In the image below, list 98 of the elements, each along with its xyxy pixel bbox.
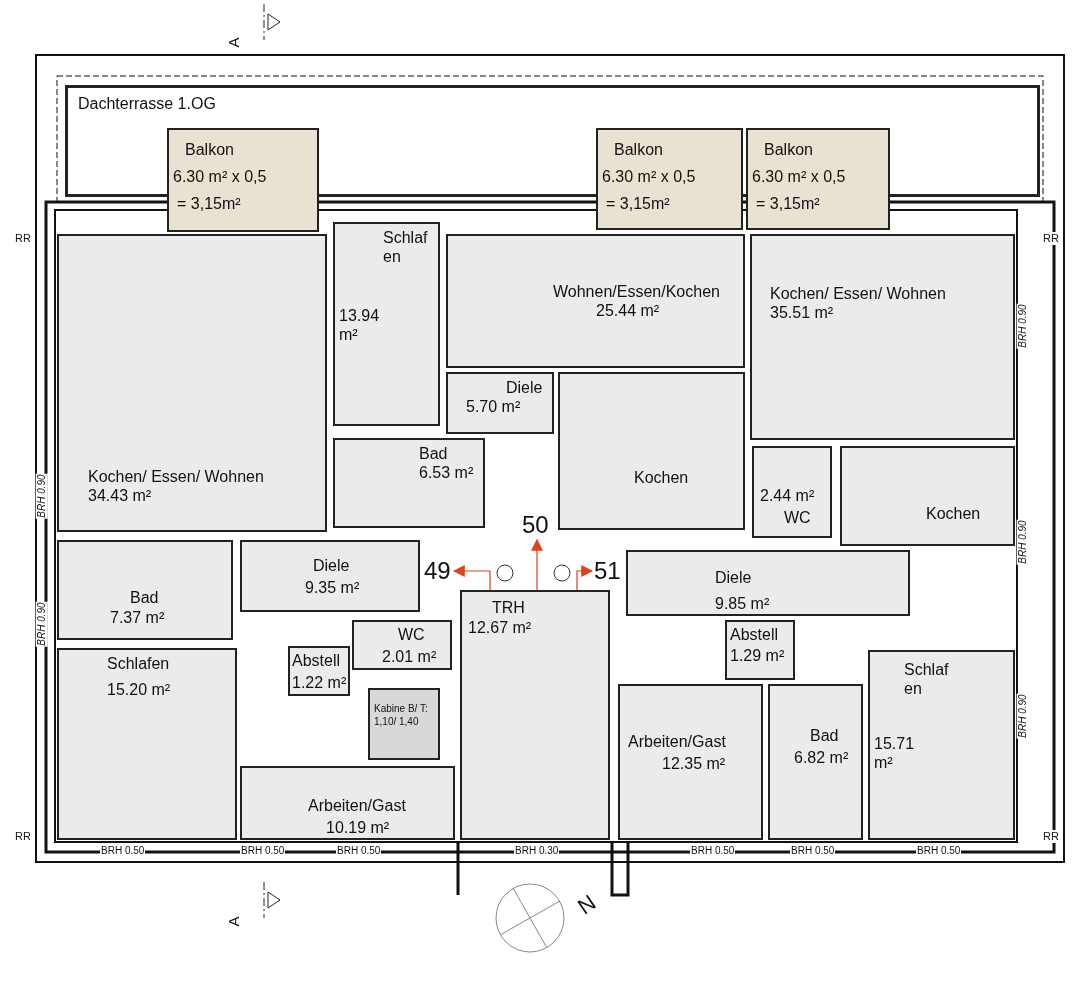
room-name: Kochen/ Essen/ Wohnen — [770, 284, 946, 303]
area-value: 10.19 m² — [326, 818, 390, 837]
room — [626, 550, 910, 616]
room-name: Dachterrasse 1.OG — [78, 94, 216, 113]
area-value: 12.67 m² — [468, 618, 532, 637]
area-value: 7.37 m² — [110, 608, 165, 627]
sill-height-label: BRH 0.90 — [35, 601, 48, 647]
room-name: Diele — [313, 556, 350, 575]
area-value: 9.85 m² — [715, 594, 770, 613]
room — [333, 222, 440, 426]
room — [750, 234, 1015, 440]
sill-height-label: BRH 0.50 — [100, 845, 146, 857]
room — [57, 234, 327, 532]
room-name: WC — [784, 508, 811, 527]
rail-label: RR — [14, 232, 32, 245]
room-name: Abstell — [730, 625, 779, 644]
room-name: Schlaf en — [383, 228, 429, 266]
room-name: Schlafen — [107, 654, 170, 673]
room — [752, 446, 832, 538]
balcony-label: Balkon — [764, 140, 813, 159]
balcony — [746, 128, 890, 230]
room — [288, 646, 350, 696]
sill-height-label: BRH 0.90 — [1016, 519, 1029, 565]
room-name: Bad — [810, 726, 839, 745]
room — [460, 590, 610, 840]
room — [240, 540, 420, 612]
sill-height-label: BRH 0.90 — [35, 473, 48, 519]
rail-label: RR — [1042, 830, 1060, 843]
apartment-number-label: 49 — [424, 558, 451, 584]
sill-height-label: BRH 0.50 — [690, 845, 736, 857]
sill-height-label: BRH 0.50 — [916, 845, 962, 857]
room — [558, 372, 745, 530]
area-calculation: = 3,15m² — [606, 194, 670, 213]
room-name: Bad — [419, 444, 448, 463]
room — [446, 372, 554, 434]
sill-height-label: BRH 0.50 — [240, 845, 286, 857]
direction-arrow — [531, 538, 543, 591]
area-calculation: 6.30 m² x 0,5 — [752, 167, 846, 186]
room-name: Kochen/ Essen/ Wohnen — [88, 467, 264, 486]
area-value: 2.44 m² — [760, 486, 815, 505]
area-value: 5.70 m² — [466, 397, 521, 416]
room — [618, 684, 763, 840]
room — [868, 650, 1015, 840]
area-value: 15.20 m² — [107, 680, 171, 699]
sill-height-label: BRH 0.30 — [514, 845, 560, 857]
room — [352, 620, 452, 670]
apartment-number-label: 51 — [594, 558, 621, 584]
room — [768, 684, 863, 840]
rail-label: RR — [14, 830, 32, 843]
elevator-cabin — [368, 688, 440, 760]
room — [333, 438, 485, 528]
balcony-label: Balkon — [185, 140, 234, 159]
balcony — [596, 128, 743, 230]
room — [57, 540, 233, 640]
balcony-label: Balkon — [614, 140, 663, 159]
direction-arrow — [452, 565, 491, 591]
room-name: Schlaf en — [904, 660, 950, 698]
room — [446, 234, 745, 368]
room-name: WC — [398, 625, 425, 644]
area-value: 6.53 m² — [419, 463, 474, 482]
room-name: Diele — [506, 378, 543, 397]
area-value: 12.35 m² — [662, 754, 726, 773]
area-value: 9.35 m² — [305, 578, 360, 597]
direction-arrow — [576, 565, 594, 591]
area-calculation: = 3,15m² — [177, 194, 241, 213]
apartment-number-label: 50 — [522, 512, 549, 538]
room-name: Kochen — [634, 468, 689, 487]
area-value: 35.51 m² — [770, 303, 834, 322]
area-value: 2.01 m² — [382, 647, 437, 666]
room-name: Wohnen/Essen/Kochen — [553, 282, 720, 301]
cabin-size-label: Kabine B/ T: 1,10/ 1,40 — [374, 702, 429, 728]
room-name: Arbeiten/Gast — [628, 732, 726, 751]
area-calculation: 6.30 m² x 0,5 — [602, 167, 696, 186]
area-calculation: = 3,15m² — [756, 194, 820, 213]
area-calculation: 6.30 m² x 0,5 — [173, 167, 267, 186]
sill-height-label: BRH 0.90 — [1016, 303, 1029, 349]
room-name: TRH — [492, 598, 525, 617]
room-name: Kochen — [926, 504, 981, 523]
room — [840, 446, 1015, 546]
balcony — [167, 128, 319, 232]
sill-height-label: BRH 0.50 — [336, 845, 382, 857]
sill-height-label: BRH 0.50 — [790, 845, 836, 857]
area-value: 25.44 m² — [596, 301, 660, 320]
sill-height-label: BRH 0.90 — [1016, 693, 1029, 739]
room-name: Bad — [130, 588, 159, 607]
room-name: Diele — [715, 568, 752, 587]
area-value: 1.29 m² — [730, 646, 785, 665]
room — [725, 620, 795, 680]
area-value: 15.71 m² — [874, 734, 916, 772]
room-name: Abstell — [292, 651, 341, 670]
room — [57, 648, 237, 840]
room-name: Arbeiten/Gast — [308, 796, 406, 815]
room — [240, 766, 455, 840]
area-value: 6.82 m² — [794, 748, 849, 767]
area-value: 1.22 m² — [292, 673, 347, 692]
area-value: 13.94 m² — [339, 306, 381, 344]
rail-label: RR — [1042, 232, 1060, 245]
area-value: 34.43 m² — [88, 486, 152, 505]
